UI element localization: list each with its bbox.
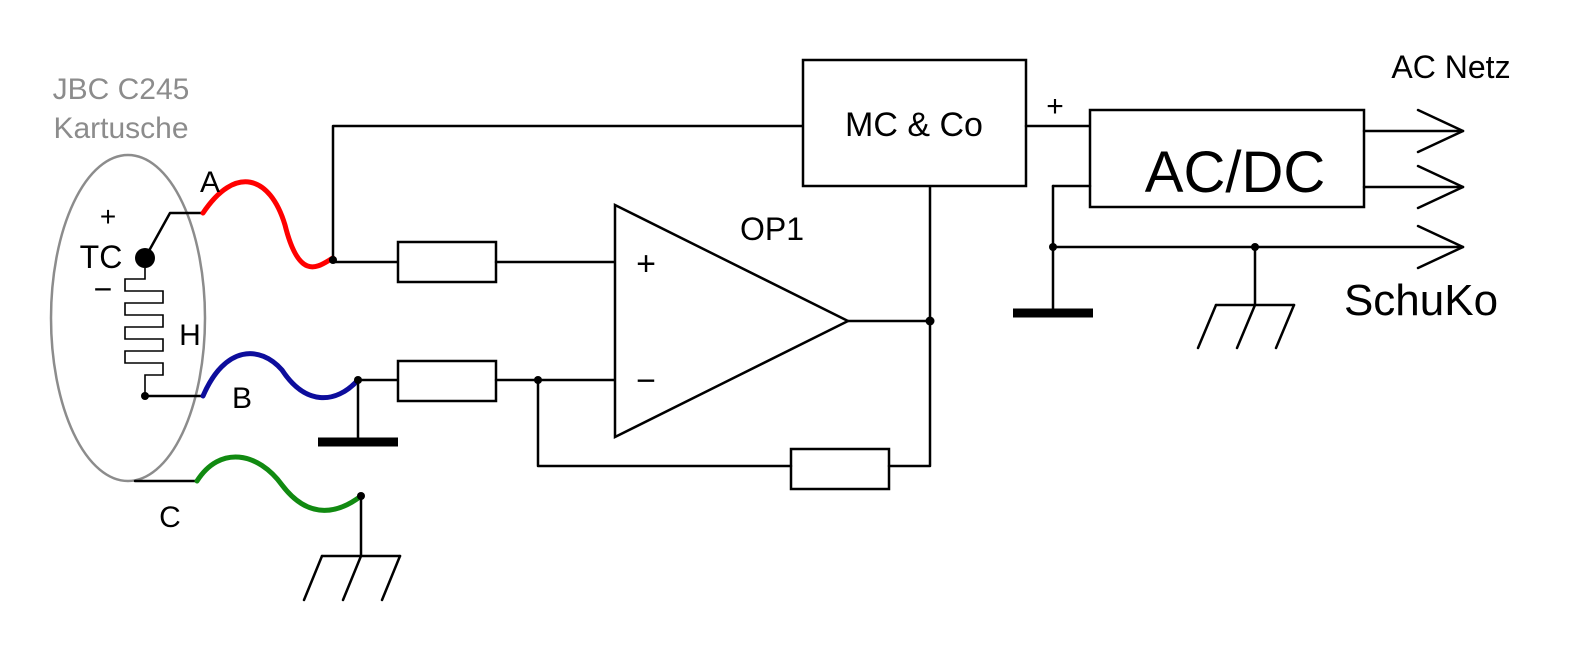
mains-arrow-earth <box>1416 224 1465 270</box>
wire-b <box>200 351 361 401</box>
earth-ground-symbol-right <box>1196 303 1296 350</box>
cartridge-outline <box>49 153 207 483</box>
thermocouple-switch <box>143 211 205 260</box>
mains-label: AC Netz <box>1391 49 1510 85</box>
resistor-input-plus <box>396 240 498 284</box>
opamp-label: OP1 <box>740 211 804 247</box>
thermocouple-plus-label: + <box>100 201 116 232</box>
input-wiring <box>302 124 805 602</box>
supply-plus-label: + <box>1046 90 1064 123</box>
heater-label: H <box>179 319 201 352</box>
wire-a-label: A <box>200 166 220 199</box>
mains-arrow-1 <box>1416 108 1465 154</box>
thermocouple-minus-label: − <box>94 271 113 307</box>
acdc-box <box>1088 108 1366 209</box>
controller: MC & Co + <box>801 58 1092 188</box>
thermocouple-label: TC <box>80 239 123 275</box>
mains-connections: AC Netz SchuKo <box>1051 49 1511 350</box>
controller-label: MC & Co <box>845 106 983 144</box>
mains-arrow-2 <box>1416 164 1465 210</box>
opamp-minus-input: − <box>636 362 656 400</box>
heater-element <box>124 268 164 396</box>
earth-ground-symbol-left <box>302 554 402 602</box>
thermocouple-junction <box>135 248 155 268</box>
acdc-label: AC/DC <box>1145 140 1325 205</box>
wire-b-label: B <box>232 382 252 415</box>
controller-box <box>801 58 1028 188</box>
opamp: + − OP1 <box>494 184 935 468</box>
resistor-feedback <box>789 447 891 491</box>
wire-c-label: C <box>159 501 181 534</box>
cartridge: JBC C245 Kartusche + TC − H <box>49 73 207 483</box>
cartridge-type: Kartusche <box>53 112 188 145</box>
wire-a <box>200 179 336 270</box>
cartridge-name: JBC C245 <box>53 73 190 106</box>
power-supply: AC/DC <box>1013 108 1366 318</box>
wire-c <box>194 454 364 513</box>
opamp-symbol <box>613 202 851 440</box>
cable-wires: A B C <box>159 166 364 534</box>
resistor-input-minus <box>396 359 498 403</box>
outlet-label: SchuKo <box>1344 276 1498 325</box>
opamp-plus-input: + <box>636 245 656 283</box>
